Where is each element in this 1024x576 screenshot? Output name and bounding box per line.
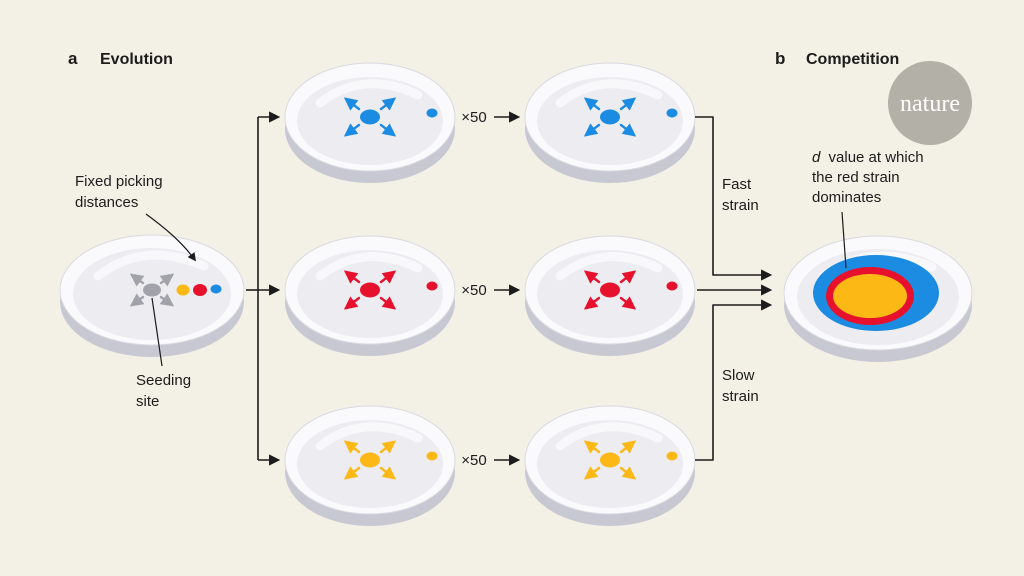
fixed-picking-label-line1: Fixed picking xyxy=(75,173,163,190)
slow-strain-label-line2: strain xyxy=(722,388,759,405)
seeding-colony-gray xyxy=(129,273,175,307)
petri-dish-blue-1 xyxy=(284,62,456,183)
radiating-arrow xyxy=(343,97,361,111)
strain-colony-blue xyxy=(343,97,438,137)
nature-logo-circle xyxy=(888,61,972,145)
strain-colony-yellow xyxy=(583,440,678,480)
yellow-strain-zone xyxy=(833,274,907,318)
d-value-symbol: d xyxy=(812,149,821,166)
d-value-label-line3: dominates xyxy=(812,189,881,206)
radiating-arrow xyxy=(379,440,397,454)
dish-highlight xyxy=(315,252,423,281)
radiating-arrow xyxy=(343,440,361,454)
d-value-label-line1: d value at which xyxy=(812,149,924,166)
fixed-picking-label-line2: distances xyxy=(75,194,138,211)
picked-colony-dot xyxy=(426,451,438,461)
flow-arrows xyxy=(246,111,773,466)
radiating-arrow xyxy=(159,273,175,287)
colony-dot xyxy=(360,452,380,468)
annotation-pointers xyxy=(145,211,847,367)
radiating-arrow xyxy=(619,270,637,284)
radiating-arrow xyxy=(379,123,397,137)
picking-dot-red xyxy=(193,284,207,296)
strain-colony-yellow xyxy=(343,440,438,480)
picking-dot-blue xyxy=(210,284,222,294)
panel-b-title: Competition xyxy=(806,51,899,68)
fast-strain-label-line1: Fast xyxy=(722,176,752,193)
seeding-site-pointer xyxy=(151,297,163,367)
petri-dish-competition xyxy=(783,235,973,362)
radiating-arrow xyxy=(343,466,361,480)
converge-arrow-bottom xyxy=(695,299,773,461)
picked-colony-dot xyxy=(666,451,678,461)
strain-colony-red xyxy=(343,270,438,310)
dish-highlight xyxy=(315,79,423,108)
radiating-arrow xyxy=(343,270,361,284)
colony-dot xyxy=(600,282,620,298)
radiating-arrow xyxy=(583,123,601,137)
d-value-label-line2: the red strain xyxy=(812,169,900,186)
picking-dot-yellow xyxy=(176,284,190,296)
picked-colony-dot xyxy=(426,108,438,118)
petri-dish-blue-2 xyxy=(524,62,696,183)
colony-dot xyxy=(600,109,620,125)
d-value-pointer xyxy=(841,211,847,269)
nature-logo-text: nature xyxy=(900,91,960,117)
petri-dish-red-1 xyxy=(284,235,456,356)
times-50-label-middle: ×50 xyxy=(461,282,486,299)
times-50-label-bottom: ×50 xyxy=(461,452,486,469)
petri-dish-yellow-2 xyxy=(524,405,696,526)
colony-dot xyxy=(360,109,380,125)
slow-strain-label-line1: Slow xyxy=(722,367,755,384)
petri-dish-yellow-1 xyxy=(284,405,456,526)
radiating-arrow xyxy=(343,296,361,310)
dish-highlight xyxy=(555,422,663,451)
times-50-label-top: ×50 xyxy=(461,109,486,126)
panel-a-title: Evolution xyxy=(100,51,173,68)
radiating-arrow xyxy=(583,270,601,284)
dish-highlight xyxy=(555,79,663,108)
radiating-arrow xyxy=(583,466,601,480)
radiating-arrow xyxy=(379,97,397,111)
panel-b-tag: b xyxy=(775,49,785,68)
picked-colony-dot xyxy=(666,281,678,291)
radiating-arrow xyxy=(379,466,397,480)
d-value-rest: value at which xyxy=(829,149,924,166)
seeding-site-label-line1: Seeding xyxy=(136,372,191,389)
converge-arrow-top xyxy=(695,116,773,281)
radiating-arrow xyxy=(379,270,397,284)
petri-dish-red-2 xyxy=(524,235,696,356)
radiating-arrow xyxy=(619,296,637,310)
nature-logo: nature xyxy=(888,61,972,145)
colony-dot xyxy=(360,282,380,298)
radiating-arrow xyxy=(583,440,601,454)
strain-colony-red xyxy=(583,270,678,310)
radiating-arrow xyxy=(159,293,175,307)
radiating-arrow xyxy=(619,440,637,454)
picked-colony-dot xyxy=(426,281,438,291)
dish-highlight xyxy=(555,252,663,281)
petri-dish-source xyxy=(59,234,245,357)
radiating-arrow xyxy=(619,466,637,480)
dish-highlight xyxy=(315,422,423,451)
strain-colony-blue xyxy=(583,97,678,137)
panel-a-tag: a xyxy=(68,49,78,68)
seeding-site-dot xyxy=(143,283,161,297)
radiating-arrow xyxy=(619,97,637,111)
radiating-arrow xyxy=(583,296,601,310)
colony-dot xyxy=(600,452,620,468)
radiating-arrow xyxy=(129,293,145,307)
radiating-arrow xyxy=(619,123,637,137)
radiating-arrow xyxy=(343,123,361,137)
radiating-arrow xyxy=(379,296,397,310)
radiating-arrow xyxy=(583,97,601,111)
radiating-arrow xyxy=(129,273,145,287)
fixed-picking-pointer xyxy=(145,213,196,262)
seeding-site-label-line2: site xyxy=(136,393,159,410)
fast-strain-label-line2: strain xyxy=(722,197,759,214)
picked-colony-dot xyxy=(666,108,678,118)
